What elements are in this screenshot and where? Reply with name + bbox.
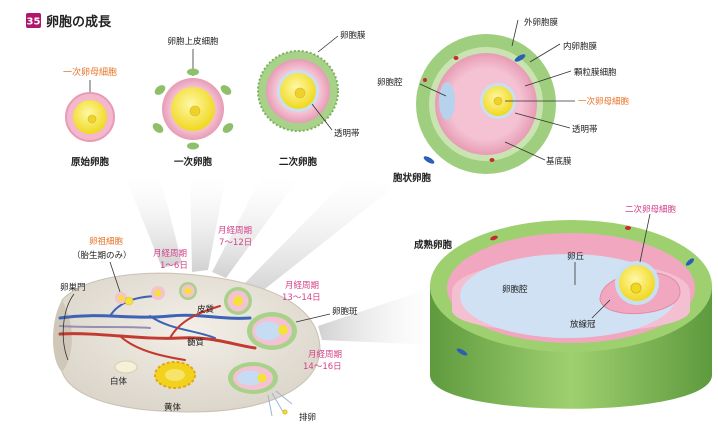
cycle-2-title: 月経周期 [218, 225, 252, 236]
oogonia-leader [109, 261, 121, 293]
secondary-theca-label: 卵胞膜 [340, 30, 366, 41]
secondary-follicle: 卵胞膜 透明帯 二次卵胞 [257, 30, 366, 168]
cycle-4-title: 月経周期 [308, 349, 342, 360]
basement-membrane-label: 基底膜 [546, 156, 572, 167]
cycle-4-days: 14～16日 [303, 362, 342, 372]
cycle-3-title: 月経周期 [285, 280, 319, 291]
primary-nucleus [189, 105, 201, 117]
corpus-luteum [154, 361, 196, 389]
secondary-theca-leader [317, 35, 339, 53]
primary-caption: 一次卵胞 [174, 156, 213, 168]
stigma-leader [295, 313, 331, 323]
stigma-label: 卵胞斑 [332, 306, 358, 317]
mature-caption: 成熟卵胞 [414, 239, 453, 251]
cumulus-label: 卵丘 [567, 251, 585, 262]
antral-antrum-label: 卵胞腔 [377, 77, 403, 88]
ray-primordial [125, 176, 182, 268]
primary-epithelium-label: 卵胞上皮細胞 [167, 36, 219, 47]
mature-oocyte-label: 二次卵母細胞 [625, 204, 677, 215]
oogonia-note: （胎生期のみ） [72, 250, 132, 261]
mature-wall-vessels [456, 226, 695, 356]
antral-caption: 胞状卵胞 [392, 172, 432, 184]
primordial-oocyte-label: 一次卵母細胞 [63, 66, 117, 78]
ray-primary [190, 176, 226, 272]
antral-oocyte-label: 一次卵母細胞 [578, 96, 630, 107]
secondary-zona-label: 透明帯 [334, 128, 360, 139]
antral-nucleus [493, 96, 503, 106]
cycle-1-days: 1～6日 [160, 261, 188, 271]
page-title: 卵胞の成長 [46, 14, 112, 30]
mature-oocyte-leader [639, 213, 651, 263]
section-number: 35 [27, 17, 41, 28]
magnification-rays [125, 176, 435, 345]
section-number-badge [26, 13, 41, 28]
secondary-nucleus [294, 87, 306, 99]
mature-follicle: 二次卵母細胞 卵丘 卵胞腔 放線冠 成熟卵胞 [414, 204, 712, 409]
mature-nucleus [630, 282, 642, 294]
primary-theca-patches [152, 68, 234, 150]
header: 35 卵胞の成長 [26, 13, 112, 30]
corona-label: 放線冠 [570, 319, 596, 330]
ray-secondary [212, 176, 300, 278]
ovary-follicles [115, 282, 297, 394]
antral-blood-vessels [423, 54, 526, 164]
corpus-luteum-label: 黄体 [164, 402, 182, 413]
cycle-2-days: 7～12日 [219, 238, 252, 248]
corpus-albicans-label: 白体 [110, 376, 128, 387]
ovulation-label: 排卵 [299, 412, 316, 423]
corpus-albicans [114, 360, 138, 374]
primary-follicle: 卵胞上皮細胞 一次卵胞 [152, 36, 234, 168]
primordial-caption: 原始卵胞 [71, 156, 110, 168]
cortex-label: 皮質 [197, 304, 215, 315]
cycle-3-days: 13～14日 [282, 293, 321, 303]
mature-antrum-label: 卵胞腔 [502, 284, 528, 295]
hilum-leader [62, 293, 75, 361]
secondary-zona-leader [311, 103, 333, 131]
corona-leader [591, 299, 611, 319]
granulosa-label: 顆粒膜細胞 [574, 67, 617, 78]
primordial-nucleus [87, 114, 97, 124]
ray-antral [240, 176, 395, 296]
ovulation-burst [267, 390, 293, 417]
antral-antrum [439, 82, 455, 120]
hilum-label: 卵巣門 [60, 282, 86, 293]
cycle-1-title: 月経周期 [153, 248, 187, 259]
antral-follicle: 外卵胞膜 内卵胞膜 顆粒膜細胞 卵胞腔 一次卵母細胞 透明帯 基底膜 胞状卵胞 [377, 17, 630, 184]
secondary-caption: 二次卵胞 [279, 156, 318, 168]
primordial-follicle: 一次卵母細胞 原始卵胞 [63, 66, 117, 168]
theca-interna-label: 内卵胞膜 [563, 41, 598, 52]
ovary: 卵祖細胞 （胎生期のみ） 卵巣門 皮質 髄質 白体 黄体 卵胞斑 排卵 [53, 236, 358, 423]
cycle-labels: 月経周期 1～6日 月経周期 7～12日 月経周期 13～14日 月経周期 14… [153, 225, 342, 372]
mature-cumulus [599, 261, 681, 315]
medulla-label: 髄質 [187, 337, 205, 348]
ray-mature [318, 290, 435, 345]
theca-externa-label: 外卵胞膜 [524, 17, 559, 28]
oogonia-label: 卵祖細胞 [89, 236, 124, 247]
antral-leaders [419, 19, 575, 161]
antral-zona-label: 透明帯 [572, 124, 598, 135]
